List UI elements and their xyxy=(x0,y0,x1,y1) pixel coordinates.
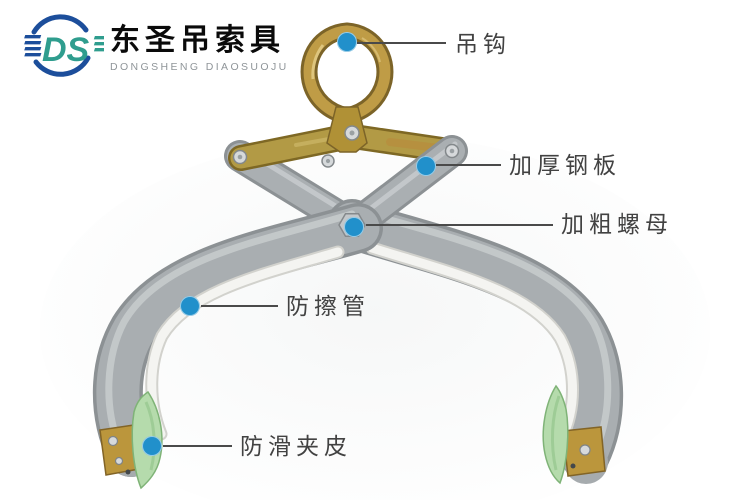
leader-line xyxy=(357,42,446,44)
brand-logo: DS 东圣吊索具 DONGSHENG DIAOSUOJU xyxy=(12,8,289,82)
logo-speed-lines xyxy=(24,35,42,57)
marker-dot xyxy=(180,296,200,316)
logo-tail-swoosh xyxy=(93,36,104,52)
brand-names: 东圣吊索具 DONGSHENG DIAOSUOJU xyxy=(110,18,289,73)
right-jaw xyxy=(542,384,608,485)
anti-slip-pad-right xyxy=(542,384,569,485)
logo-monogram: DS xyxy=(42,31,90,69)
brand-name-en: DONGSHENG DIAOSUOJU xyxy=(110,60,289,73)
backdrop-wash xyxy=(40,135,710,500)
callout-anti-scratch-tube: 防擦管 xyxy=(286,293,370,319)
callout-steel-plate: 加厚钢板 xyxy=(509,152,621,178)
leader-line xyxy=(366,224,553,226)
link-bolts xyxy=(232,125,460,168)
leader-line xyxy=(201,305,278,307)
marker-dot xyxy=(344,217,364,237)
front-arm xyxy=(92,135,468,477)
callout-thick-nut: 加粗螺母 xyxy=(561,211,673,237)
marker-dot xyxy=(416,156,436,176)
marker-dot xyxy=(337,32,357,52)
brand-name-zh: 东圣吊索具 xyxy=(110,23,285,57)
callout-anti-slip-pad: 防滑夹皮 xyxy=(240,433,352,459)
brand-logo-mark: DS xyxy=(24,14,104,77)
callout-hook: 吊钩 xyxy=(455,31,511,57)
anti-scratch-tube-right xyxy=(365,241,579,447)
leader-line xyxy=(436,164,501,166)
leader-line xyxy=(163,445,232,447)
marker-dot xyxy=(142,436,162,456)
left-jaw xyxy=(99,390,163,490)
